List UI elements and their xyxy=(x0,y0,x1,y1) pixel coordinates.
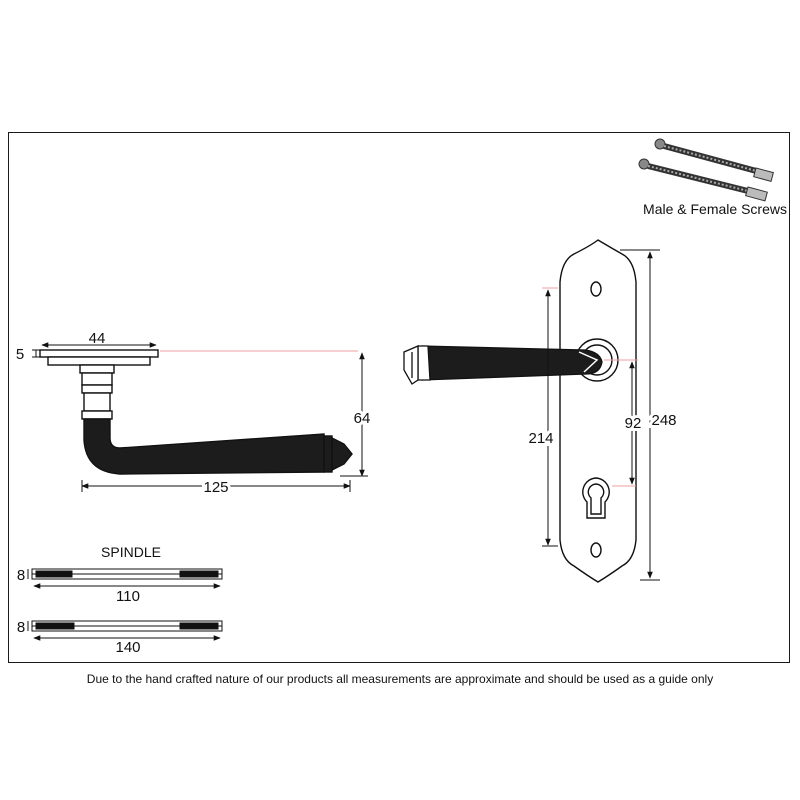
dim-spindle-long-length: 140 xyxy=(115,639,140,656)
screws-label: Male & Female Screws xyxy=(643,201,787,217)
dimension-lines-side xyxy=(32,342,368,492)
handle-side-view xyxy=(39,349,353,475)
screw-icon xyxy=(654,138,774,182)
dim-spindle-long-thickness: 8 xyxy=(17,619,25,636)
dim-rose-width: 44 xyxy=(89,330,106,347)
screw-icon xyxy=(638,158,768,202)
lever-front-view xyxy=(403,345,603,385)
dim-handle-height: 64 xyxy=(354,410,371,427)
dim-spindle-short-thickness: 8 xyxy=(17,567,25,584)
screws-image xyxy=(638,138,774,202)
spindle-long xyxy=(27,620,223,641)
dim-rose-thickness: 5 xyxy=(16,346,24,363)
dimension-lines-front xyxy=(542,249,660,581)
backplate-front-view xyxy=(559,239,637,583)
spindle-short xyxy=(27,568,223,589)
disclaimer-text: Due to the hand crafted nature of our pr… xyxy=(86,672,714,686)
dim-lever-to-keyhole: 92 xyxy=(625,415,642,432)
dim-plate-centres: 214 xyxy=(528,430,553,447)
dim-plate-height: 248 xyxy=(651,412,676,429)
spindle-label: SPINDLE xyxy=(101,544,161,560)
dim-handle-length: 125 xyxy=(203,479,228,496)
dim-spindle-short-length: 110 xyxy=(116,588,140,605)
diagram-frame xyxy=(8,132,790,663)
